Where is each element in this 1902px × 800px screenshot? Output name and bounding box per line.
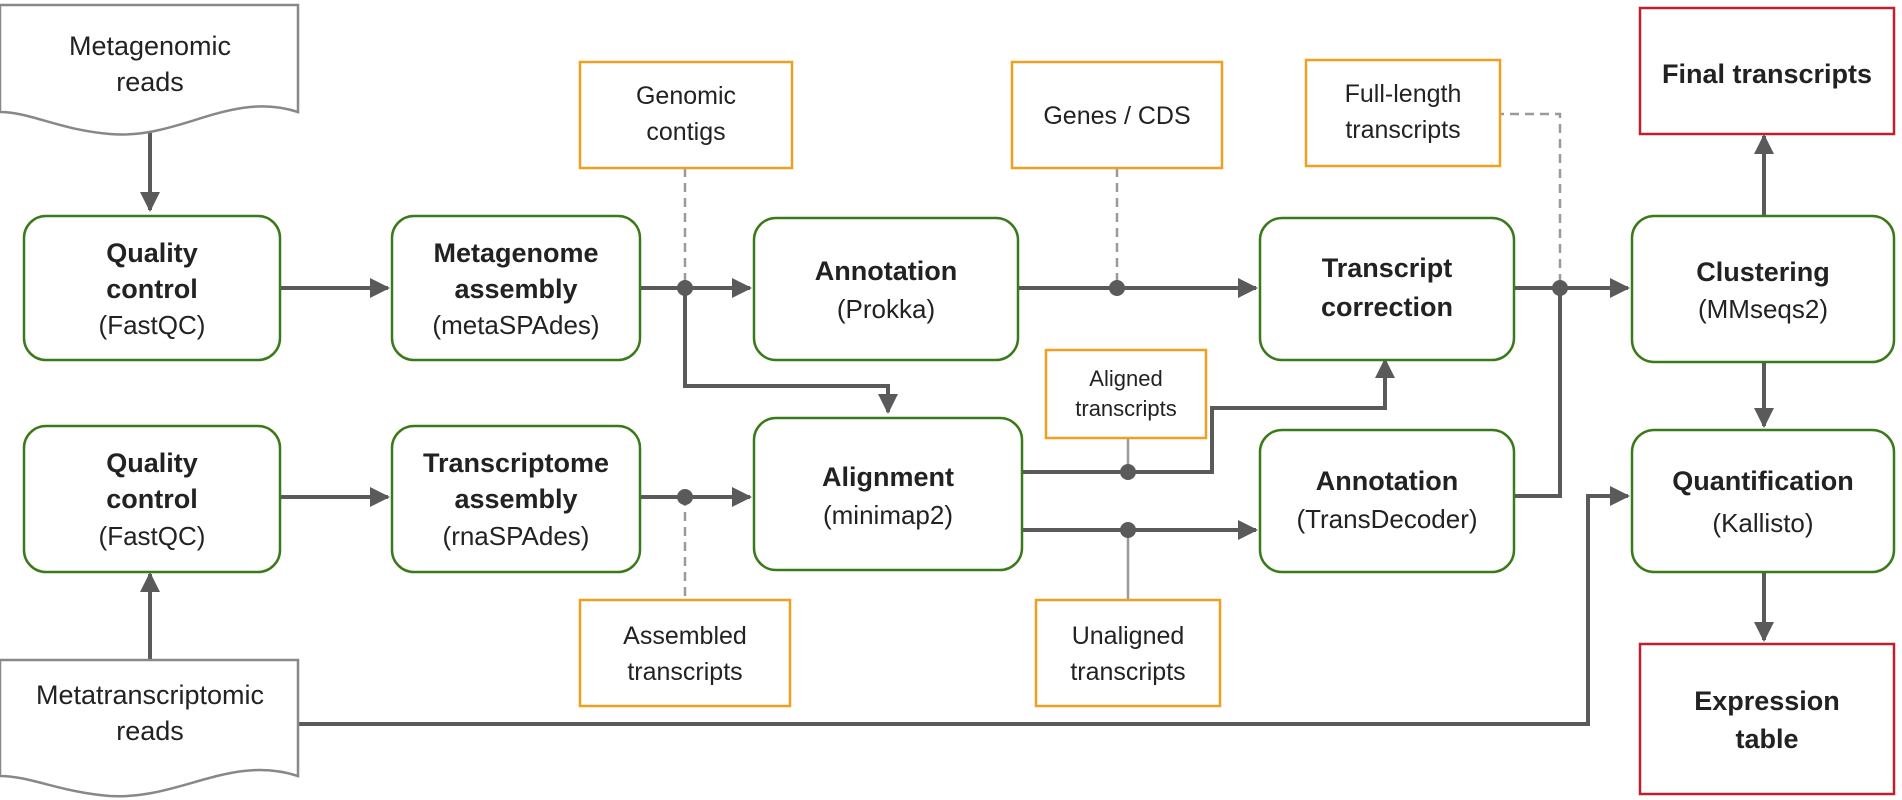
process-metagenome-assembly: Metagenome assembly (metaSPAdes) bbox=[390, 214, 642, 362]
process-alignment: Alignment (minimap2) bbox=[752, 416, 1024, 572]
data-label: Full-length bbox=[1345, 80, 1462, 108]
process-quantification: Quantification (Kallisto) bbox=[1630, 428, 1896, 574]
process-annotation-transdecoder: Annotation (TransDecoder) bbox=[1258, 428, 1516, 574]
process-title: Quantification bbox=[1672, 466, 1854, 496]
data-label: Genes / CDS bbox=[1043, 102, 1190, 130]
process-title: control bbox=[106, 274, 198, 304]
data-label: transcripts bbox=[1345, 116, 1460, 144]
junction-full-length bbox=[1552, 280, 1568, 296]
data-unaligned-transcripts: Unaligned transcripts bbox=[1034, 598, 1222, 708]
process-title: Clustering bbox=[1696, 257, 1830, 287]
process-title: control bbox=[106, 484, 198, 514]
data-genes-cds: Genes / CDS bbox=[1010, 60, 1224, 170]
output-label: Expression bbox=[1694, 686, 1840, 716]
process-title: Transcriptome bbox=[423, 448, 609, 478]
process-title: assembly bbox=[454, 484, 577, 514]
input-label: Metagenomic bbox=[69, 31, 231, 61]
connectors bbox=[140, 120, 1774, 726]
process-qc-bottom: Quality control (FastQC) bbox=[22, 424, 282, 574]
process-tool: (minimap2) bbox=[823, 500, 953, 530]
document-shape bbox=[0, 3, 300, 136]
process-tool: (TransDecoder) bbox=[1296, 504, 1477, 534]
data-aligned-transcripts: Aligned transcripts bbox=[1044, 348, 1208, 440]
process-tool: (Kallisto) bbox=[1712, 508, 1813, 538]
process-title: Quality bbox=[106, 448, 198, 478]
input-metatranscriptomic-reads: Metatranscriptomic reads bbox=[0, 658, 300, 798]
process-title: Transcript bbox=[1322, 253, 1453, 283]
junction-unaligned bbox=[1120, 522, 1136, 538]
edge-transdecoder-to-clustering bbox=[1514, 288, 1562, 498]
process-annotation-prokka: Annotation (Prokka) bbox=[752, 216, 1020, 362]
process-title: Metagenome bbox=[433, 238, 598, 268]
data-assembled-transcripts: Assembled transcripts bbox=[578, 598, 792, 708]
data-full-length-transcripts: Full-length transcripts bbox=[1304, 58, 1502, 168]
process-qc-top: Quality control (FastQC) bbox=[22, 214, 282, 362]
data-label: contigs bbox=[646, 118, 725, 146]
process-tool: (FastQC) bbox=[99, 310, 206, 340]
process-transcript-correction: Transcript correction bbox=[1258, 216, 1516, 362]
data-label: Assembled bbox=[623, 622, 747, 650]
output-expression-table: Expression table bbox=[1638, 642, 1896, 796]
junction-contigs bbox=[677, 280, 693, 296]
junction-genes bbox=[1109, 280, 1125, 296]
document-shape bbox=[0, 658, 300, 798]
data-label: transcripts bbox=[627, 658, 742, 686]
process-title: assembly bbox=[454, 274, 577, 304]
edge-reads-to-quantification bbox=[298, 486, 1630, 726]
data-label: transcripts bbox=[1070, 658, 1185, 686]
data-label: Aligned bbox=[1089, 366, 1162, 391]
input-label: reads bbox=[116, 67, 184, 97]
process-title: Annotation bbox=[1316, 466, 1458, 496]
process-title: correction bbox=[1321, 292, 1453, 322]
input-metagenomic-reads: Metagenomic reads bbox=[0, 3, 300, 136]
output-label: table bbox=[1735, 724, 1798, 754]
edge-alignment-to-correction bbox=[1022, 358, 1395, 474]
data-genomic-contigs: Genomic contigs bbox=[578, 60, 794, 170]
edge-contigs-to-alignment bbox=[683, 288, 898, 414]
process-tool: (Prokka) bbox=[837, 294, 935, 324]
process-transcriptome-assembly: Transcriptome assembly (rnaSPAdes) bbox=[390, 424, 642, 574]
process-tool: (rnaSPAdes) bbox=[443, 521, 590, 551]
data-label: transcripts bbox=[1075, 396, 1176, 421]
junction-assembled bbox=[677, 489, 693, 505]
data-label: Genomic bbox=[636, 82, 736, 110]
junctions bbox=[677, 280, 1568, 538]
junction-aligned bbox=[1120, 464, 1136, 480]
process-title: Annotation bbox=[815, 256, 957, 286]
output-label: Final transcripts bbox=[1662, 59, 1872, 89]
input-label: Metatranscriptomic bbox=[36, 680, 264, 710]
process-title: Quality bbox=[106, 238, 198, 268]
process-tool: (MMseqs2) bbox=[1698, 294, 1828, 324]
process-title: Alignment bbox=[822, 462, 954, 492]
input-label: reads bbox=[116, 716, 184, 746]
data-label: Unaligned bbox=[1072, 622, 1185, 650]
output-final-transcripts: Final transcripts bbox=[1638, 6, 1896, 136]
process-tool: (metaSPAdes) bbox=[432, 310, 599, 340]
process-tool: (FastQC) bbox=[99, 521, 206, 551]
process-clustering: Clustering (MMseqs2) bbox=[1630, 214, 1896, 364]
